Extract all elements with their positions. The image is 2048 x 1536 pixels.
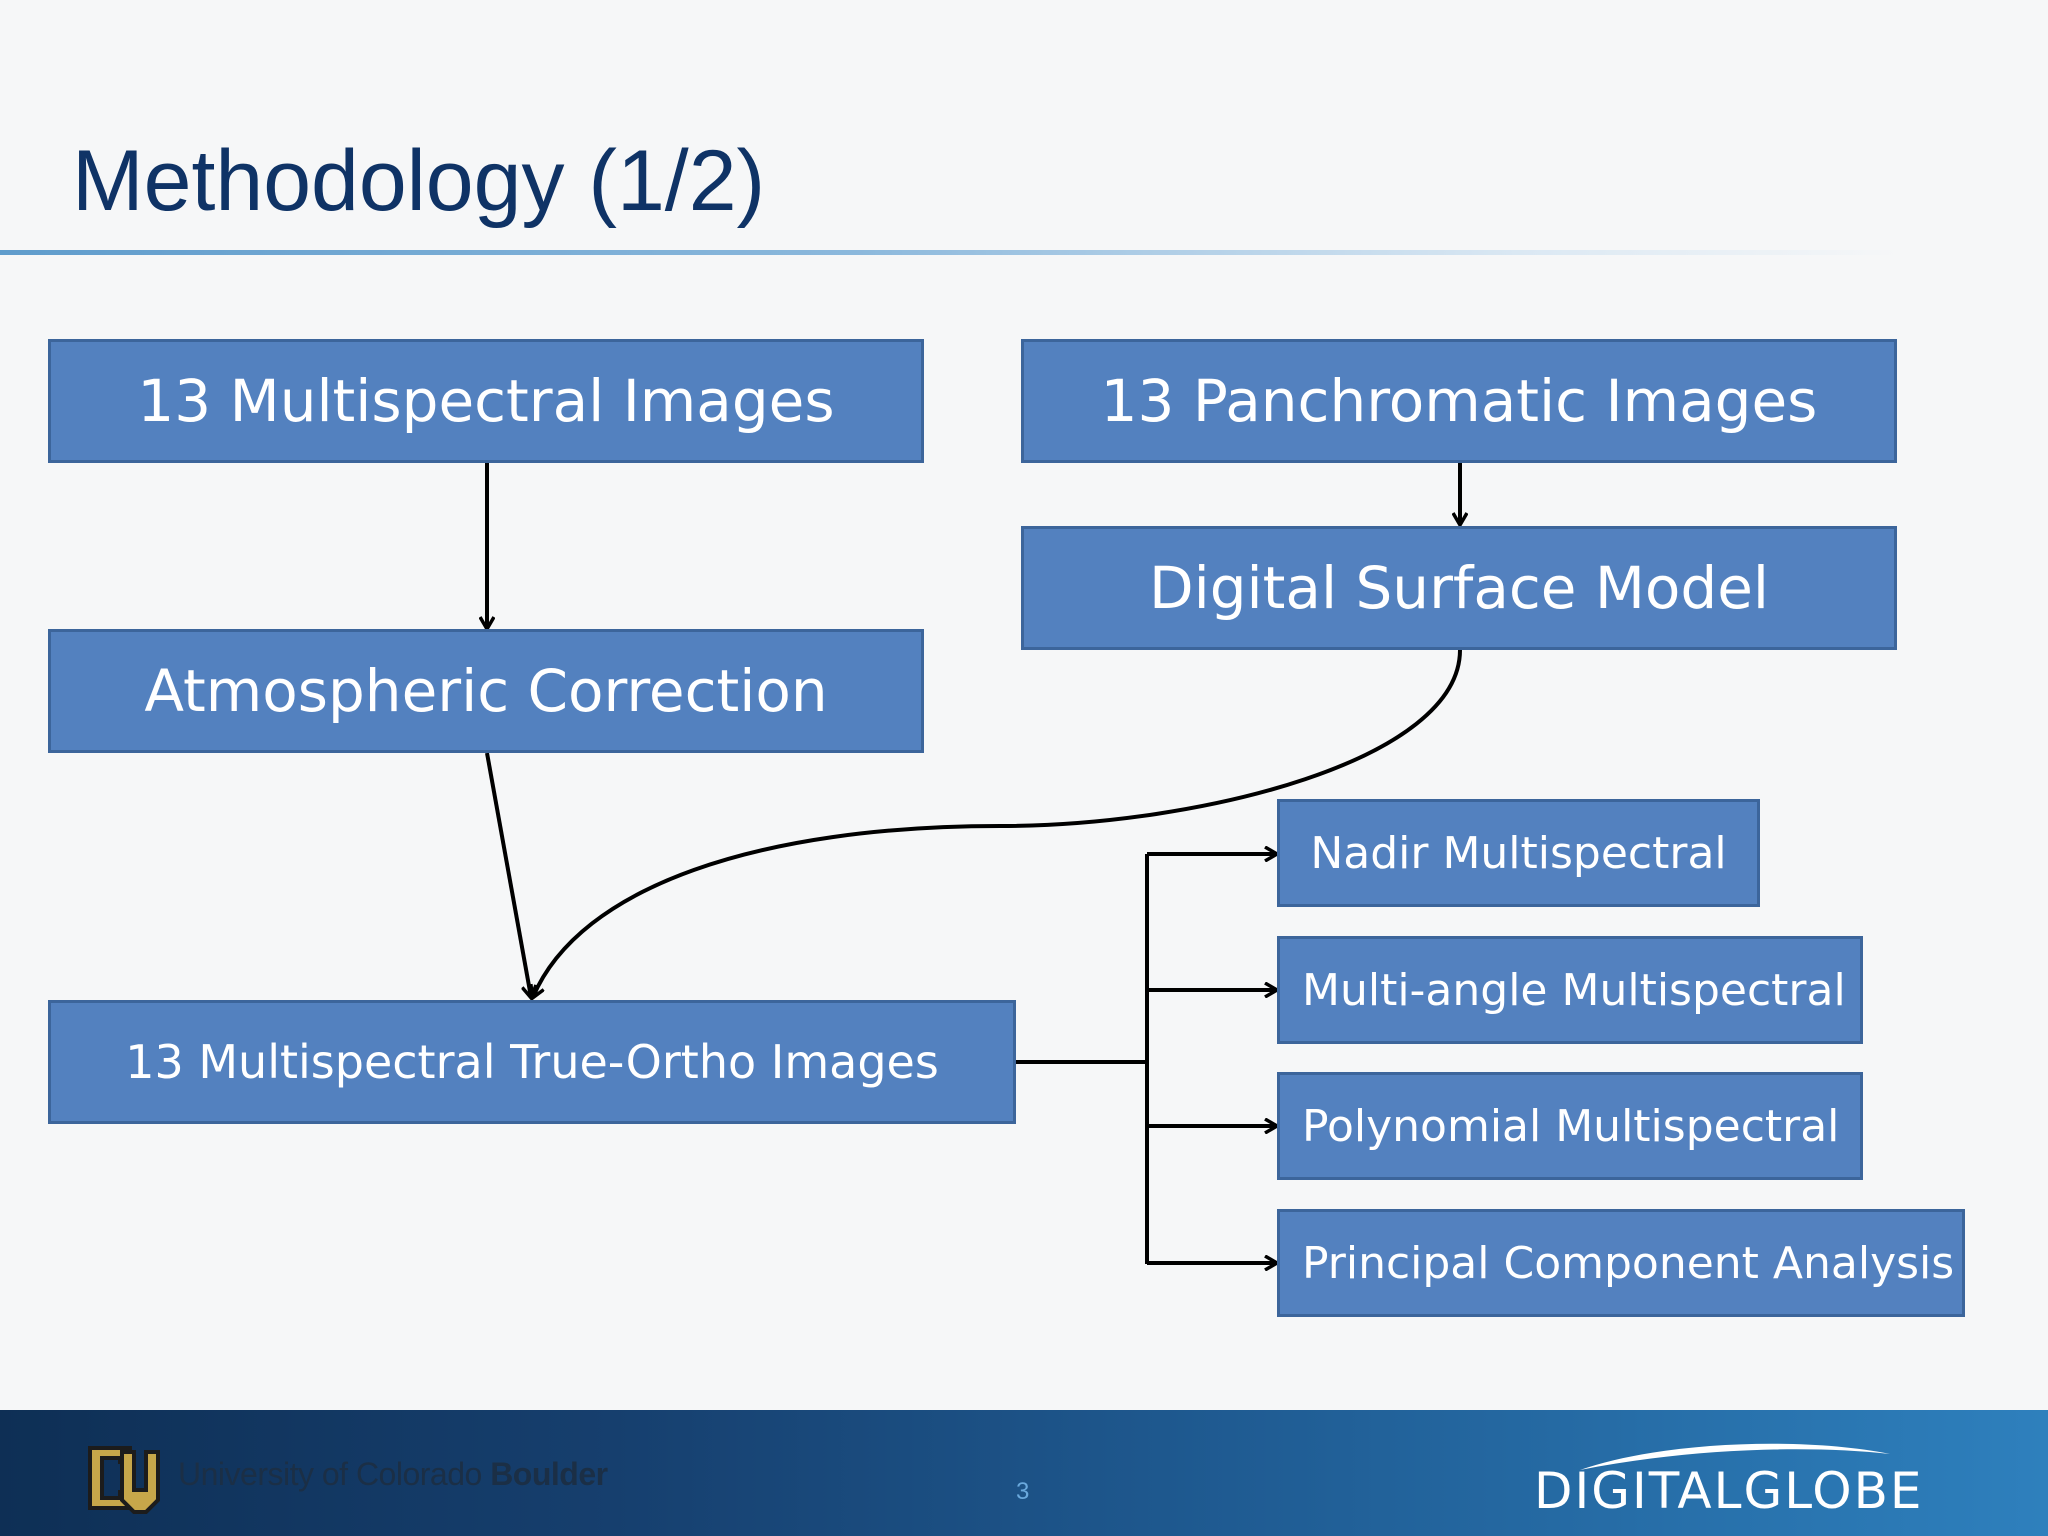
node-label: Nadir Multispectral bbox=[1310, 827, 1727, 879]
title-underline bbox=[0, 250, 1900, 255]
node-label: Polynomial Multispectral bbox=[1302, 1100, 1840, 1152]
digitalglobe-swoosh-icon bbox=[1580, 1443, 1890, 1470]
diagram-connectors bbox=[0, 463, 2048, 1410]
digitalglobe-logo: DIGITALGLOBE bbox=[1534, 1462, 1924, 1520]
node-true-ortho-images: 13 Multispectral True-Ortho Images bbox=[48, 1000, 1016, 1124]
node-nadir-multispectral: Nadir Multispectral bbox=[1277, 799, 1760, 907]
university-name: University of Colorado Boulder bbox=[178, 1456, 608, 1493]
university-campus: Boulder bbox=[490, 1456, 608, 1492]
edge-atmospheric-to-trueortho bbox=[485, 752, 531, 997]
university-prefix: University of Colorado bbox=[178, 1456, 482, 1492]
node-label: Atmospheric Correction bbox=[144, 657, 828, 725]
node-label: Principal Component Analysis bbox=[1302, 1237, 1955, 1289]
node-label: 13 Multispectral Images bbox=[137, 367, 835, 435]
node-atmospheric-correction: Atmospheric Correction bbox=[48, 629, 924, 753]
node-digital-surface-model: Digital Surface Model bbox=[1021, 526, 1897, 650]
node-principal-component-analysis: Principal Component Analysis bbox=[1277, 1209, 1965, 1317]
node-multi-angle-multispectral: Multi-angle Multispectral bbox=[1277, 936, 1863, 1044]
slide-title: Methodology (1/2) bbox=[72, 133, 766, 229]
node-label: 13 Panchromatic Images bbox=[1100, 367, 1818, 435]
edge-trueortho-trunk bbox=[1016, 854, 1149, 1264]
edge-dsm-to-trueortho bbox=[533, 649, 1462, 997]
node-polynomial-multispectral: Polynomial Multispectral bbox=[1277, 1072, 1863, 1180]
node-panchromatic-images: 13 Panchromatic Images bbox=[1021, 339, 1897, 463]
cu-logo-icon bbox=[88, 1446, 160, 1514]
node-multispectral-images: 13 Multispectral Images bbox=[48, 339, 924, 463]
node-label: 13 Multispectral True-Ortho Images bbox=[125, 1035, 939, 1089]
node-label: Multi-angle Multispectral bbox=[1302, 964, 1846, 1016]
footer-bar bbox=[0, 1410, 2048, 1536]
page-number: 3 bbox=[1016, 1478, 1030, 1505]
node-label: Digital Surface Model bbox=[1148, 554, 1770, 622]
